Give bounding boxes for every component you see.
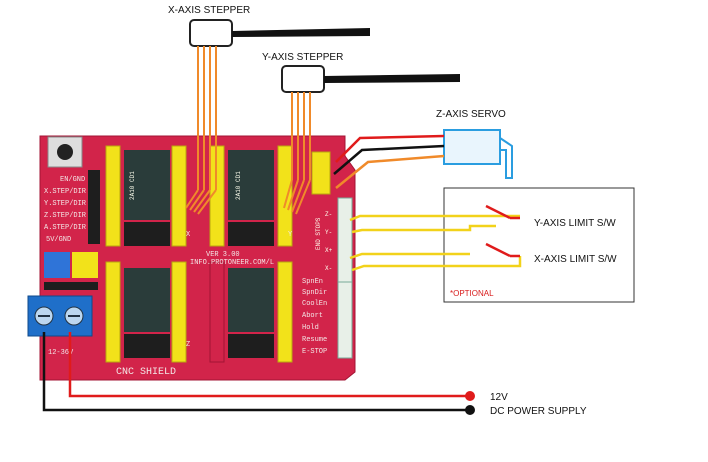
z-servo-label: Z-AXIS SERVO: [436, 109, 506, 120]
voltage-label: 12-36V: [48, 349, 74, 357]
power-wires: [42, 332, 475, 415]
axis-letter-x: X: [186, 231, 191, 239]
optional-label: *OPTIONAL: [450, 289, 494, 298]
driver-slot-a: [209, 261, 293, 363]
cnc-shield-board: EN/GND X.STEP/DIR Y.STEP/DIR Z.STEP/DIR …: [27, 135, 356, 381]
x-limit-label: X-AXIS LIMIT S/W: [534, 254, 617, 265]
left-pin-labels: EN/GND X.STEP/DIR Y.STEP/DIR Z.STEP/DIR …: [44, 176, 87, 244]
driver-slot-y: 2A10 CD1 Y: [209, 145, 293, 247]
driver-text-y: 2A10 CD1: [235, 171, 242, 200]
dc-power-supply-label: DC POWER SUPPLY: [490, 406, 587, 417]
ctrl-spndir: SpnDir: [302, 289, 327, 297]
x-axis-stepper: [185, 19, 370, 215]
servo-header: [311, 151, 331, 195]
ctrl-coolen: CoolEn: [302, 300, 327, 308]
ctrl-hold: Hold: [302, 324, 319, 332]
pin-label-en: EN/GND: [60, 176, 85, 184]
positive-terminal-dot: [465, 391, 475, 401]
jumper-header: [44, 282, 98, 290]
end-stop-labels: Z- Y- X+ X-: [325, 211, 333, 272]
driver-slot-x: 2A10 CD1 X: [105, 145, 191, 247]
y-limit-label: Y-AXIS LIMIT S/W: [534, 218, 616, 229]
voltage-12v-label: 12V: [490, 392, 508, 403]
stop-label-z: Z-: [325, 211, 332, 218]
x-limit-switch: [349, 242, 522, 272]
stop-label-y: Y-: [325, 229, 332, 236]
y-axis-stepper: [281, 65, 460, 215]
stop-label-xp: X+: [325, 247, 333, 254]
pin-label-5v: 5V/GND: [46, 236, 71, 244]
pin-label-a: A.STEP/DIR: [44, 224, 87, 232]
control-pin-header: [337, 281, 353, 359]
end-stops-label: END STOPS: [315, 217, 322, 250]
reset-button-cap: [57, 144, 73, 160]
pin-label-z: Z.STEP/DIR: [44, 212, 87, 220]
left-pin-header: [88, 170, 100, 244]
axis-letter-y: Y: [288, 231, 293, 239]
stop-label-xm: X-: [325, 265, 332, 272]
y-limit-switch: [349, 204, 520, 234]
yellow-jumper-block: [72, 252, 98, 278]
x-stepper-label: X-AXIS STEPPER: [168, 5, 250, 16]
driver-text-x: 2A10 CD1: [129, 171, 136, 200]
blue-jumper-block: [44, 252, 70, 278]
version-label: VER 3.00: [206, 251, 240, 259]
power-terminal: [27, 295, 93, 337]
z-axis-servo: [333, 129, 513, 189]
board-title: CNC SHIELD: [116, 367, 176, 378]
ctrl-estop: E-STOP: [302, 348, 327, 356]
negative-terminal-dot: [465, 405, 475, 415]
end-stop-header: [337, 197, 353, 283]
ctrl-resume: Resume: [302, 336, 327, 344]
pin-label-y: Y.STEP/DIR: [44, 200, 87, 208]
y-stepper-label: Y-AXIS STEPPER: [262, 52, 343, 63]
ctrl-spnen: SpnEn: [302, 278, 323, 286]
control-pin-labels: SpnEn SpnDir CoolEn Abort Hold Resume E-…: [302, 278, 327, 356]
url-label: INFO.PROTONEER.COM/L: [190, 259, 274, 267]
driver-slot-z: Z: [105, 261, 190, 363]
ctrl-abort: Abort: [302, 312, 323, 320]
optional-limit-box: [443, 187, 635, 303]
pin-label-x: X.STEP/DIR: [44, 188, 87, 196]
axis-letter-z: Z: [186, 341, 190, 349]
